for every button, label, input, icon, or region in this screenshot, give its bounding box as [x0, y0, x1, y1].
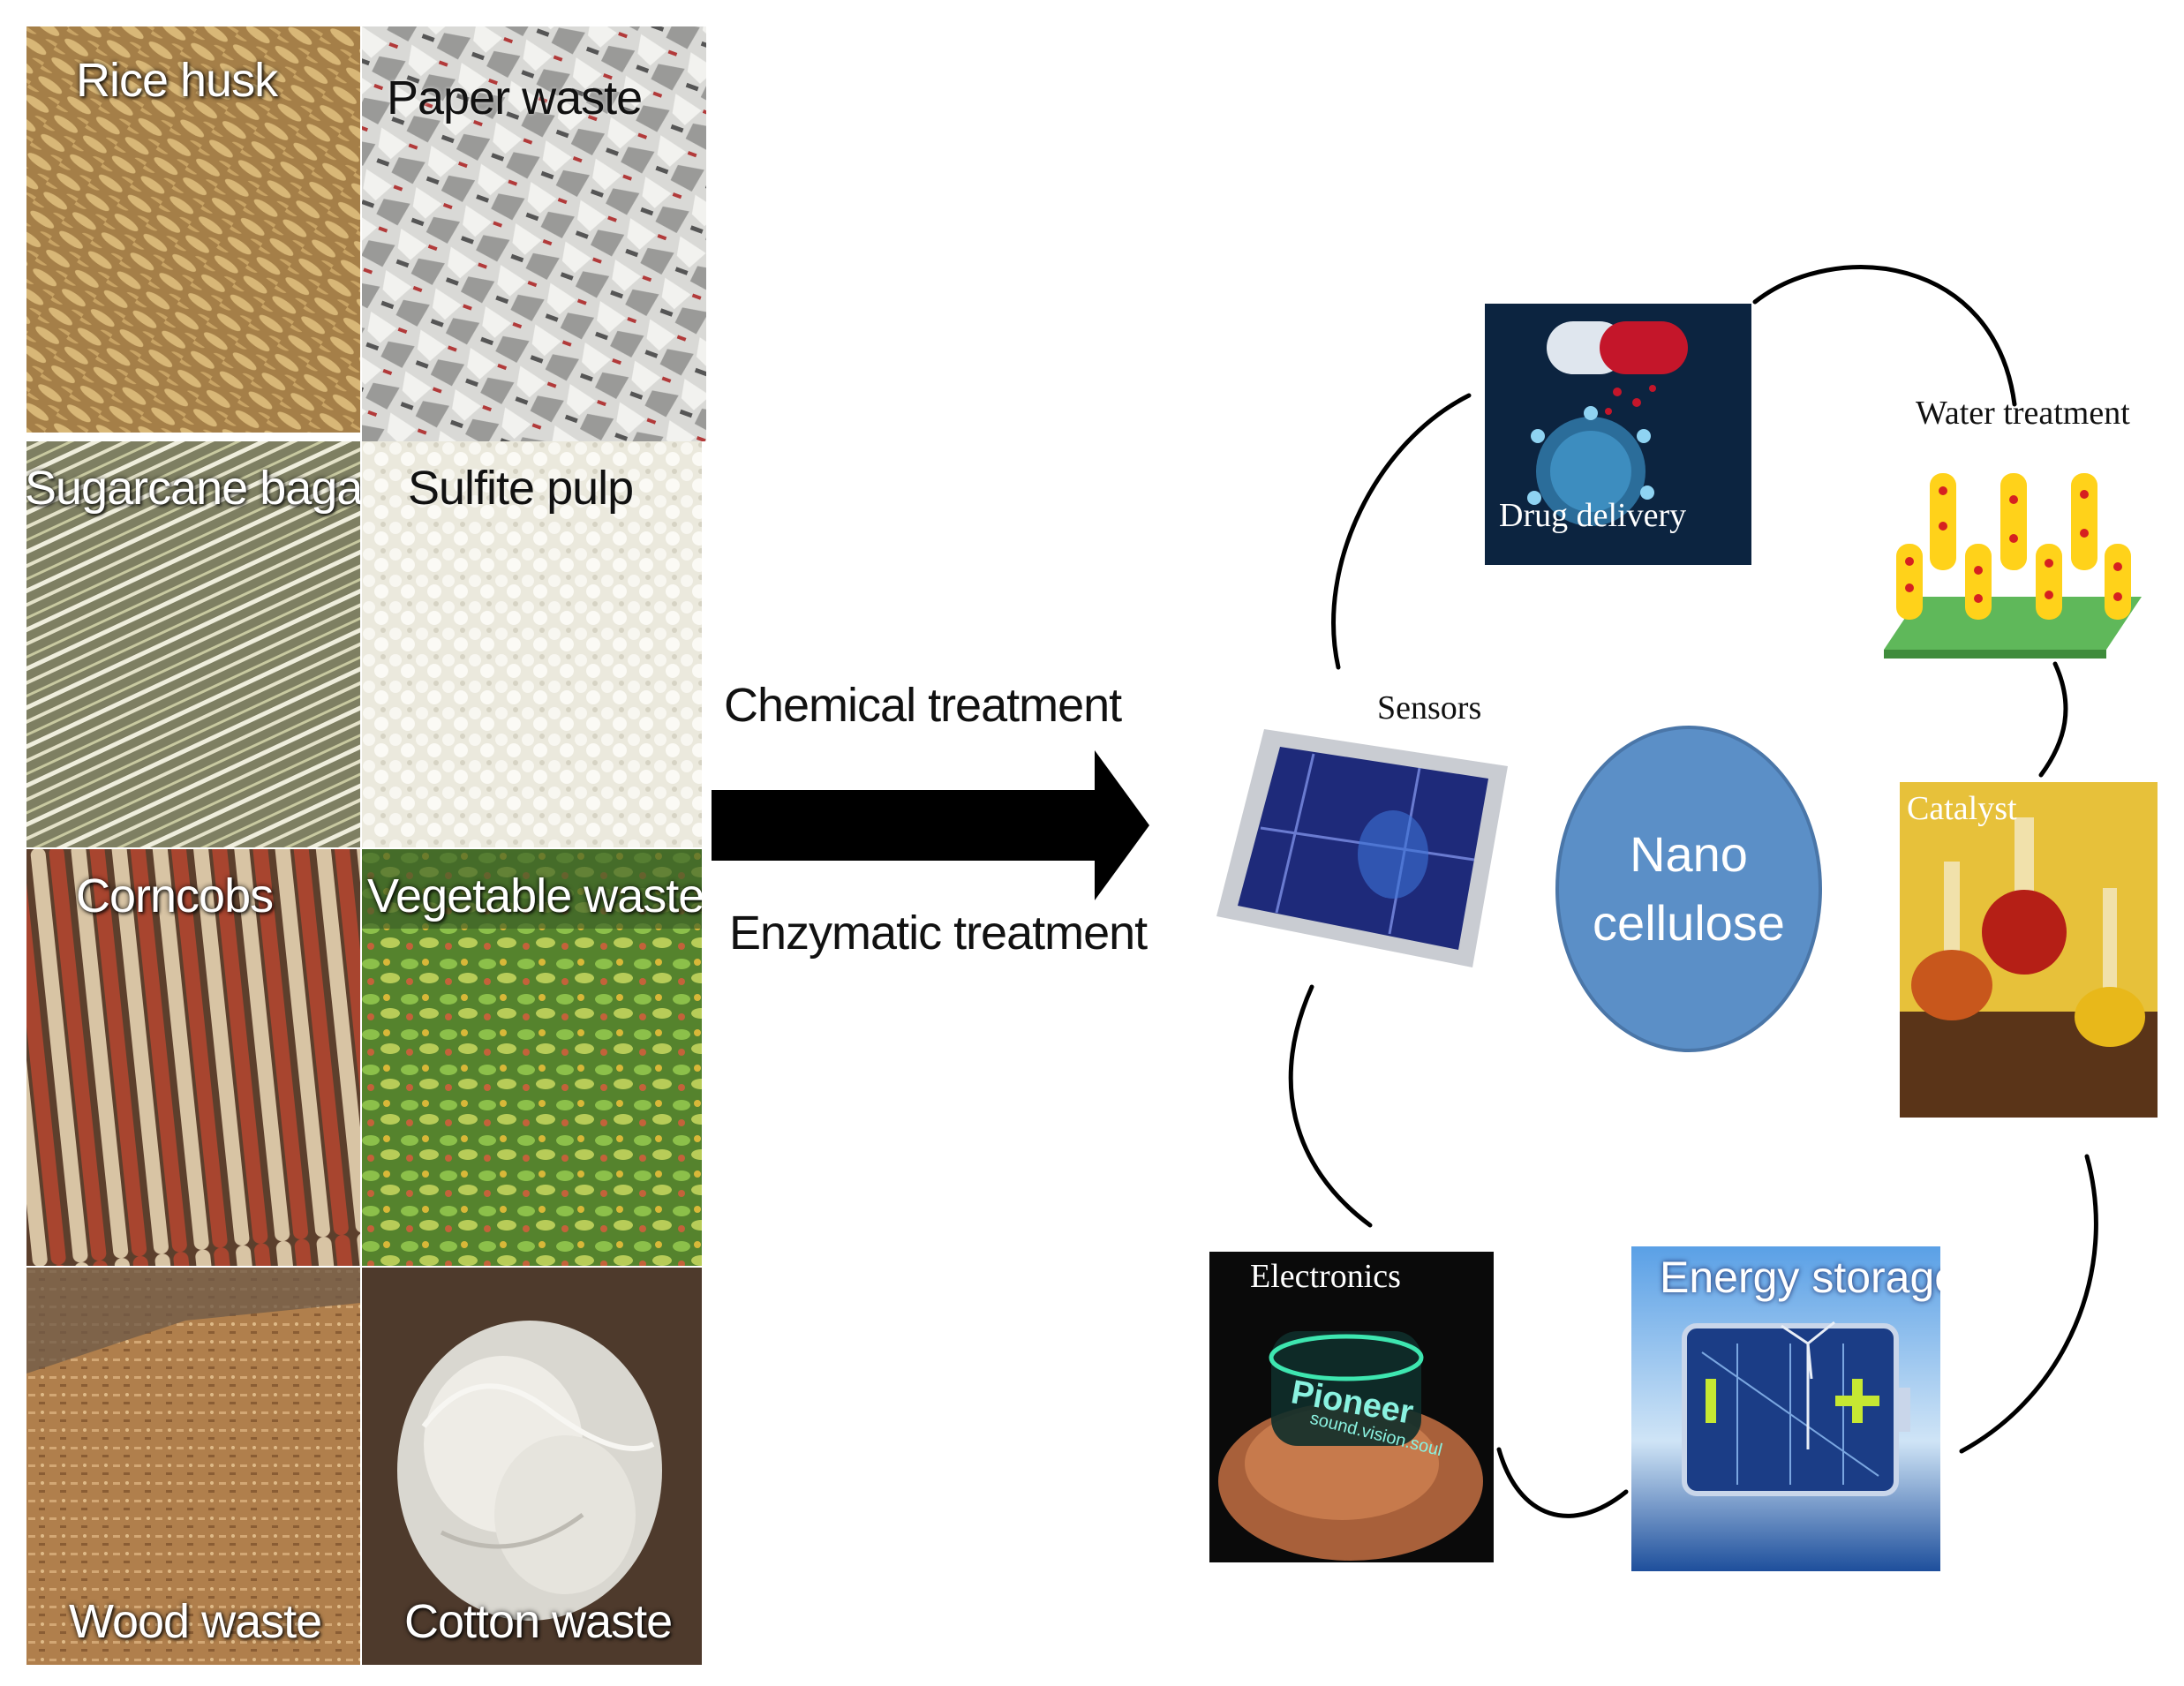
- chemical-treatment-label: Chemical treatment: [724, 679, 1122, 732]
- tile-sulfite-pulp: Sulfite pulp: [362, 441, 702, 847]
- tile-sugarcane-bagasse: Sugarcane bagasse: [26, 441, 360, 847]
- app-label-catalyst: Catalyst: [1907, 790, 2017, 827]
- app-label-sensors: Sensors: [1377, 689, 1482, 726]
- app-catalyst: Catalyst: [1900, 782, 2158, 1118]
- app-drug-delivery: Drug delivery: [1485, 304, 1751, 565]
- electronics-image: [1209, 1252, 1494, 1562]
- sensors-image: [1216, 729, 1508, 967]
- tile-label-vegetable-waste: Vegetable waste: [367, 869, 702, 922]
- arc-water-to-catalyst: [2038, 661, 2068, 778]
- process-arrow: [712, 750, 1149, 900]
- arc-sensors-to-drug: [1331, 393, 1472, 670]
- battery-icon: [1682, 1323, 1910, 1496]
- tile-vegetable-waste: Vegetable waste: [362, 849, 702, 1266]
- arc-electronics-to-sensors: [1288, 984, 1373, 1228]
- app-electronics: Electronics Pioneer sound.vision.soul: [1209, 1252, 1494, 1562]
- catalyst-image: [1900, 782, 2158, 1118]
- water-treatment-image: [1884, 473, 2142, 659]
- app-water-treatment: [1884, 447, 2142, 659]
- app-label-water-treatment: Water treatment: [1916, 395, 2130, 432]
- arc-catalyst-to-energy: [1959, 1154, 2098, 1454]
- app-label-energy-storage: Energy storage: [1660, 1253, 1940, 1302]
- energy-storage-image: [1631, 1246, 1940, 1571]
- tile-wood-waste: Wood waste: [26, 1268, 360, 1665]
- center-line-1: Nano: [1630, 826, 1748, 882]
- enzymatic-treatment-label: Enzymatic treatment: [729, 907, 1148, 960]
- tile-label-corncobs: Corncobs: [76, 869, 274, 922]
- nanocellulose-node: Nano cellulose: [1555, 726, 1822, 1052]
- plus-icon: [1835, 1379, 1879, 1423]
- paper-waste-image: [362, 26, 706, 441]
- tile-cotton-waste: Cotton waste: [362, 1268, 702, 1665]
- flask-icon: [1982, 817, 2067, 975]
- app-label-electronics: Electronics: [1250, 1258, 1401, 1295]
- wind-turbine-icon: [1781, 1321, 1835, 1449]
- tile-label-sugarcane-bagasse: Sugarcane bagasse: [26, 462, 360, 515]
- tile-corncobs: Corncobs: [26, 849, 360, 1266]
- tile-paper-waste: Paper waste: [362, 26, 706, 441]
- tile-label-cotton-waste: Cotton waste: [404, 1595, 673, 1648]
- app-label-drug-delivery: Drug delivery: [1499, 497, 1687, 534]
- tile-rice-husk: Rice husk: [26, 26, 360, 433]
- corncobs-image: [26, 849, 360, 1266]
- minus-icon: [1706, 1379, 1716, 1423]
- arc-energy-to-electronics: [1496, 1447, 1629, 1518]
- tile-label-wood-waste: Wood waste: [69, 1595, 322, 1648]
- tile-label-rice-husk: Rice husk: [76, 54, 278, 107]
- app-sensors: [1208, 704, 1511, 969]
- tile-label-sulfite-pulp: Sulfite pulp: [408, 462, 634, 515]
- center-line-2: cellulose: [1593, 895, 1785, 951]
- capsule-icon: [1547, 321, 1688, 374]
- sulfite-pulp-image: [362, 441, 702, 847]
- sugarcane-bagasse-image: [26, 441, 360, 847]
- app-energy-storage: Energy storage: [1631, 1246, 1940, 1571]
- vegetable-waste-image: [362, 849, 702, 1266]
- rice-husk-image: [26, 26, 360, 433]
- cotton-waste-image: [362, 1268, 702, 1665]
- arc-drug-to-water: [1752, 265, 2017, 407]
- virus-icon: [1527, 406, 1654, 526]
- tile-label-paper-waste: Paper waste: [387, 72, 643, 124]
- wood-waste-image: [26, 1268, 360, 1665]
- drug-delivery-image: [1485, 304, 1751, 565]
